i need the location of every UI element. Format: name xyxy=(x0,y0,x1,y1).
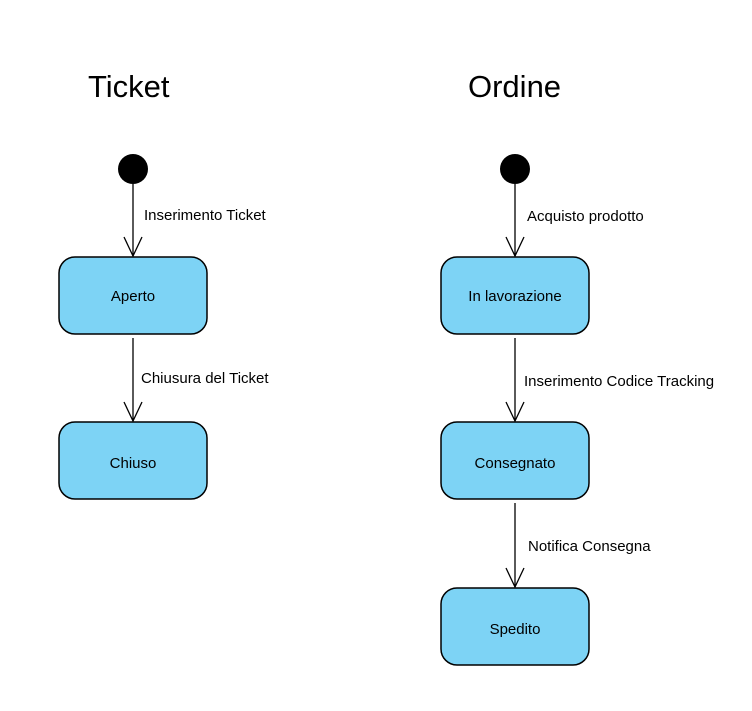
arrowhead-icon xyxy=(123,401,143,423)
ticket-transition-inserimento: Inserimento Ticket xyxy=(123,184,267,258)
ordine-transition-acquisto: Acquisto prodotto xyxy=(505,184,644,258)
transition-label: Inserimento Codice Tracking xyxy=(524,373,714,390)
ordine-diagram-title: Ordine xyxy=(468,69,561,104)
ticket-state-aperto: Aperto xyxy=(58,256,208,335)
transition-label: Chiusura del Ticket xyxy=(141,370,269,387)
state-label: Consegnato xyxy=(475,455,556,472)
arrowhead-icon xyxy=(505,401,525,423)
ticket-diagram-title: Ticket xyxy=(88,69,170,104)
state-label: Chiuso xyxy=(110,455,157,472)
ordine-transition-notifica: Notifica Consegna xyxy=(505,503,651,589)
ordine-state-in-lavorazione: In lavorazione xyxy=(440,256,590,335)
state-label: Spedito xyxy=(490,621,541,638)
state-label: In lavorazione xyxy=(468,288,561,305)
transition-label: Notifica Consegna xyxy=(528,538,651,555)
ordine-diagram: Ordine Acquisto prodotto In lavorazione … xyxy=(440,69,714,666)
ticket-initial-node xyxy=(118,154,148,184)
ticket-transition-chiusura: Chiusura del Ticket xyxy=(123,338,269,423)
arrowhead-icon xyxy=(505,236,525,258)
ordine-state-consegnato: Consegnato xyxy=(440,421,590,500)
transition-label: Acquisto prodotto xyxy=(527,208,644,225)
ticket-state-chiuso: Chiuso xyxy=(58,421,208,500)
ordine-transition-tracking: Inserimento Codice Tracking xyxy=(505,338,714,423)
transition-label: Inserimento Ticket xyxy=(144,207,267,224)
state-label: Aperto xyxy=(111,288,155,305)
ordine-initial-node xyxy=(500,154,530,184)
arrowhead-icon xyxy=(123,236,143,258)
arrowhead-icon xyxy=(505,567,525,589)
ticket-diagram: Ticket Inserimento Ticket Aperto Chiusur… xyxy=(58,69,269,500)
ordine-state-spedito: Spedito xyxy=(440,587,590,666)
